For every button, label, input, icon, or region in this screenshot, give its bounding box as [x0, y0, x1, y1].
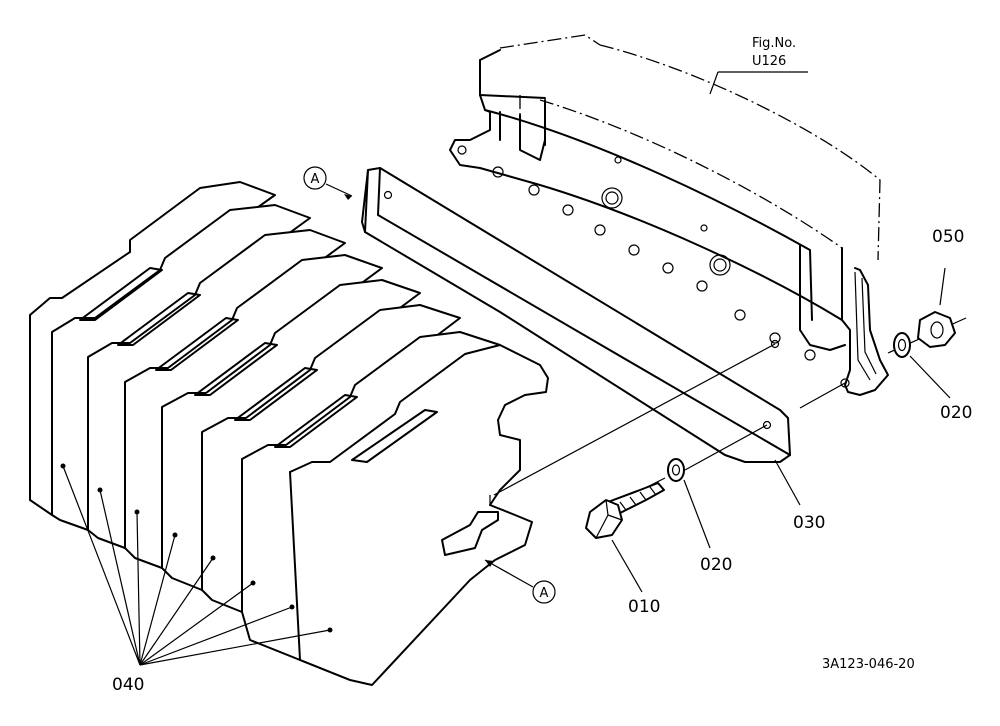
ref-a-top: A	[303, 166, 353, 200]
callout-030: 030	[793, 513, 825, 533]
weight-bracket-030	[361, 167, 791, 463]
fig-no-label: Fig.No.	[752, 36, 796, 51]
figure-number: Fig.No. U126	[709, 36, 808, 95]
lock-washer-020-right	[893, 332, 951, 399]
lock-washer-020-lower	[667, 458, 711, 549]
tractor-frame	[449, 34, 889, 396]
ref-a-bottom-label: A	[540, 586, 549, 601]
callout-050: 050	[932, 227, 964, 247]
callout-010: 010	[628, 597, 660, 617]
callout-020-lower: 020	[700, 555, 732, 575]
drawing-code: 3A123-046-20	[822, 657, 915, 672]
bolt-010	[585, 482, 665, 593]
nut-050	[917, 267, 956, 348]
ref-a-top-label: A	[311, 172, 320, 187]
fig-no-value: U126	[752, 54, 786, 69]
ref-a-bottom: A	[484, 559, 556, 604]
leader-030	[774, 459, 801, 506]
leader-lines-040	[62, 465, 331, 666]
callout-020-right: 020	[940, 403, 972, 423]
callout-040: 040	[112, 675, 144, 695]
weight-stack-040	[29, 181, 549, 686]
